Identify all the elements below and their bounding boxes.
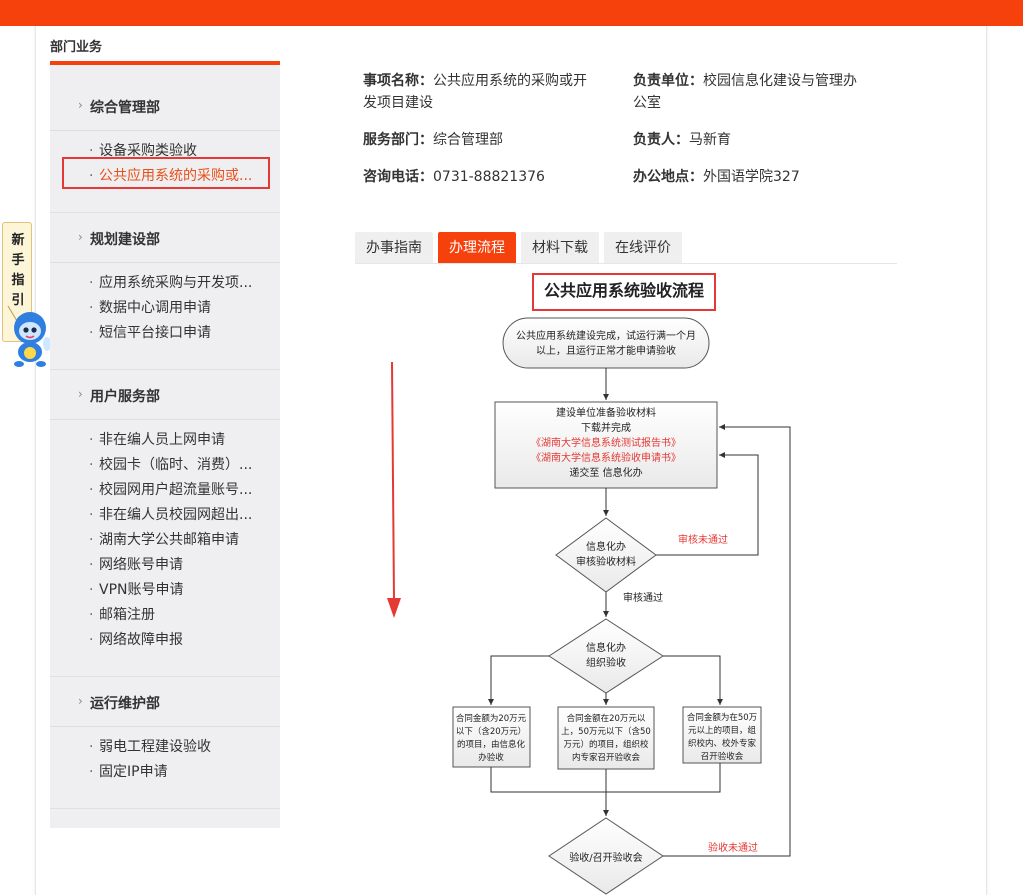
flow-decision-review: [555, 517, 657, 593]
sidebar: › 综合管理部 设备采购类验收 公共应用系统的采购或... › 规划建设部 应用…: [50, 65, 280, 828]
flow-start: [502, 317, 710, 369]
svg-text:万元）的项目，组织校: 万元）的项目，组织校: [563, 739, 649, 750]
sidebar-item[interactable]: 校园卡（临时、消费）...: [50, 453, 280, 478]
dept-name: 运行维护部: [90, 696, 160, 712]
flow-step-prepare: [494, 401, 718, 489]
svg-text:上，50万元以下（含50: 上，50万元以下（含50: [561, 726, 651, 737]
svg-text:的项目，由信息化: 的项目，由信息化: [457, 739, 526, 750]
sidebar-item-public-system-procurement[interactable]: 公共应用系统的采购或...: [50, 164, 280, 189]
sidebar-item[interactable]: 湖南大学公共邮箱申请: [50, 528, 280, 553]
svg-text:合同金额为在50万: 合同金额为在50万: [687, 712, 757, 723]
sidebar-title-rule: [50, 61, 280, 65]
dept-yonghu: › 用户服务部 非在编人员上网申请 校园卡（临时、消费）... 校园网用户超流量…: [50, 372, 280, 653]
chevron-right-icon: ›: [78, 98, 83, 112]
flow-case-c: [682, 706, 762, 764]
red-down-arrow-icon: [387, 361, 401, 618]
flow-case-b: [557, 706, 655, 770]
flow-pass-label: 审核通过: [623, 591, 663, 604]
guide-text: 新 手 指 引: [11, 233, 25, 308]
tab-process[interactable]: 办理流程: [438, 232, 516, 264]
office-field: 办公地点：外国语学院327: [633, 169, 800, 185]
dept-header[interactable]: › 运行维护部: [50, 679, 280, 727]
flow-fail-label: 验收未通过: [708, 841, 758, 854]
sidebar-title: 部门业务: [50, 40, 103, 55]
sidebar-item[interactable]: 邮箱注册: [50, 603, 280, 628]
unit-field: 负责单位：校园信息化建设与管理办 公室: [633, 73, 857, 111]
svg-text:召开验收会: 召开验收会: [701, 751, 744, 762]
tab-underline: [355, 263, 897, 264]
flow-text: 审核验收材料: [576, 555, 636, 568]
flow-text: 信息化办: [586, 540, 626, 553]
svg-text:织校内、校外专家: 织校内、校外专家: [688, 738, 757, 749]
flow-text: 下载并完成: [581, 421, 631, 434]
chevron-right-icon: ›: [78, 694, 83, 708]
dept-guihua: › 规划建设部 应用系统采购与开发项... 数据中心调用申请 短信平台接口申请: [50, 215, 280, 346]
dept-header[interactable]: › 综合管理部: [50, 83, 280, 131]
sidebar-item[interactable]: 固定IP申请: [50, 760, 280, 785]
highlight-box: [62, 157, 270, 189]
dept-header[interactable]: › 用户服务部: [50, 372, 280, 420]
divider: [50, 212, 280, 213]
sidebar-item[interactable]: 校园网用户超流量账号...: [50, 478, 280, 503]
phone-field: 咨询电话：0731-88821376: [363, 169, 545, 185]
dept-yunxing: › 运行维护部 弱电工程建设验收 固定IP申请: [50, 679, 280, 785]
dept-name: 用户服务部: [90, 389, 160, 405]
flow-title: 公共应用系统验收流程: [543, 281, 704, 300]
mascot-icon: [7, 305, 50, 367]
svg-text:合同金额为20万元: 合同金额为20万元: [456, 713, 527, 724]
flow-case-a: [452, 706, 531, 768]
flow-text: 组织验收: [586, 656, 626, 669]
sidebar-item[interactable]: 网络故障申报: [50, 628, 280, 653]
svg-text:内专家召开验收会: 内专家召开验收会: [572, 752, 641, 763]
sidebar-item[interactable]: VPN账号申请: [50, 578, 280, 603]
flowchart: 公共应用系统建设完成，试运行满一个月 以上，且运行正常才能申请验收 建设单位准备…: [452, 317, 791, 895]
divider: [50, 676, 280, 677]
flow-text: 信息化办: [586, 641, 626, 654]
sidebar-item-equipment-acceptance[interactable]: 设备采购类验收: [50, 139, 280, 164]
svg-text:合同金额在20万元以: 合同金额在20万元以: [567, 713, 646, 724]
flow-text: 验收/召开验收会: [569, 851, 642, 864]
chevron-right-icon: ›: [78, 387, 83, 401]
divider: [50, 808, 280, 809]
person-field: 负责人：马新育: [633, 132, 731, 148]
tab-review[interactable]: 在线评价: [604, 232, 682, 264]
flow-doc-link[interactable]: 《湖南大学信息系统验收申请书》: [531, 451, 681, 464]
service-dept-field: 服务部门：综合管理部: [363, 132, 503, 148]
dept-zonghe: › 综合管理部 设备采购类验收 公共应用系统的采购或...: [50, 83, 280, 189]
svg-text:办验收: 办验收: [478, 752, 504, 763]
flow-text: 公共应用系统建设完成，试运行满一个月: [516, 329, 696, 342]
dept-name: 综合管理部: [90, 100, 160, 116]
dept-header[interactable]: › 规划建设部: [50, 215, 280, 263]
sidebar-item[interactable]: 弱电工程建设验收: [50, 735, 280, 760]
divider: [50, 369, 280, 370]
newbie-guide-widget[interactable]: 新 手 指 引: [0, 222, 50, 372]
dept-name: 规划建设部: [90, 232, 160, 248]
flow-fail-label: 审核未通过: [678, 533, 728, 546]
flow-decision-accept: [548, 817, 664, 895]
svg-text:以下（含20万元）: 以下（含20万元）: [456, 726, 526, 737]
sidebar-item-sms-api[interactable]: 短信平台接口申请: [50, 321, 280, 346]
sidebar-item[interactable]: 非在编人员校园网超出...: [50, 503, 280, 528]
highlight-box: [532, 273, 716, 311]
flow-text: 递交至 信息化办: [569, 466, 642, 479]
sidebar-item[interactable]: 非在编人员上网申请: [50, 428, 280, 453]
chevron-right-icon: ›: [78, 230, 83, 244]
svg-text:元以上的项目，组: 元以上的项目，组: [688, 725, 757, 736]
flow-text: 建设单位准备验收材料: [556, 406, 656, 419]
flow-decision-organize: [548, 618, 664, 694]
top-bar: [0, 0, 1023, 26]
tab-guide[interactable]: 办事指南: [355, 232, 433, 264]
sidebar-item-app-procurement[interactable]: 应用系统采购与开发项...: [50, 271, 280, 296]
flow-doc-link[interactable]: 《湖南大学信息系统测试报告书》: [531, 436, 681, 449]
sidebar-item-datacenter[interactable]: 数据中心调用申请: [50, 296, 280, 321]
item-name-field: 事项名称：公共应用系统的采购或开 发项目建设: [363, 73, 587, 111]
sidebar-item[interactable]: 网络账号申请: [50, 553, 280, 578]
flow-text: 以上，且运行正常才能申请验收: [536, 344, 676, 357]
tab-downloads[interactable]: 材料下载: [521, 232, 599, 264]
